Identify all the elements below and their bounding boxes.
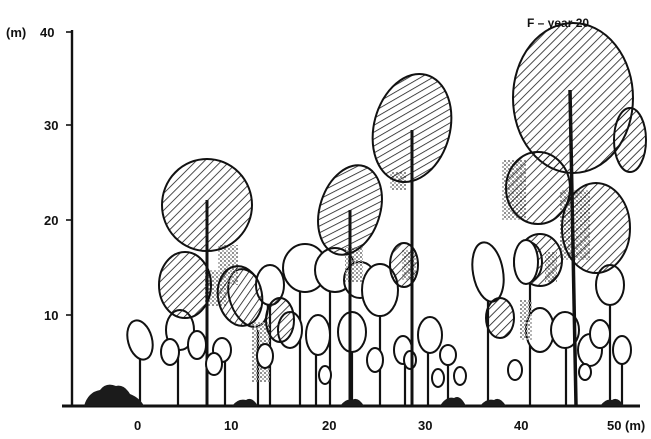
y-tick-label: 40 — [40, 25, 54, 40]
x-tick-label: 40 — [514, 418, 528, 433]
y-tick-label: 10 — [44, 308, 58, 323]
x-tick-label: 10 — [224, 418, 238, 433]
y-unit-label: (m) — [6, 25, 26, 40]
x-tick-label: 0 — [134, 418, 141, 433]
ground-shrubs — [84, 385, 624, 406]
x-tick-label: 20 — [322, 418, 336, 433]
x-tick-label: 30 — [418, 418, 432, 433]
x-unit-label: (m) — [625, 418, 645, 433]
y-tick-label: 30 — [44, 118, 58, 133]
x-tick-label: 50 — [607, 418, 621, 433]
y-tick-label: 20 — [44, 213, 58, 228]
